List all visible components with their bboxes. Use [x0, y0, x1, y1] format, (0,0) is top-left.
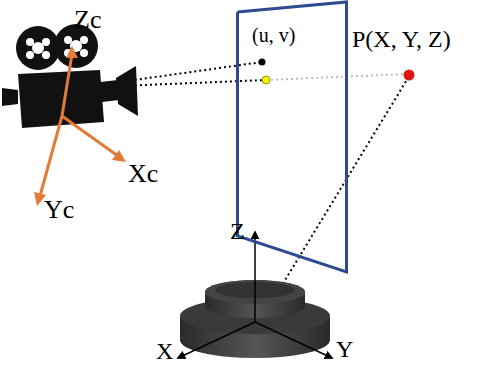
lidar-axes: [178, 232, 332, 358]
axis-label: Yc: [44, 196, 74, 225]
camera-icon: [2, 24, 138, 128]
axis-label: X: [156, 338, 173, 364]
image-point: [259, 59, 266, 66]
camera-axes: [34, 46, 126, 206]
projection-ray: [120, 80, 266, 86]
projection-ray-behind: [266, 74, 407, 80]
plane-border: [238, 2, 347, 272]
image-plane: (u, v): [236, 0, 348, 274]
world-point: [404, 70, 415, 81]
projection-ray: [120, 62, 262, 82]
lidar-ray: [262, 78, 408, 318]
coordinate-label: (u, v): [252, 24, 295, 46]
axis-label: Zc: [74, 6, 101, 35]
axis-label: P(X, Y, Z): [352, 26, 451, 52]
projected-point: [262, 76, 270, 84]
axis-label: Y: [336, 336, 353, 362]
axis-label: Z: [230, 218, 245, 244]
axis-label: Xc: [128, 160, 158, 189]
